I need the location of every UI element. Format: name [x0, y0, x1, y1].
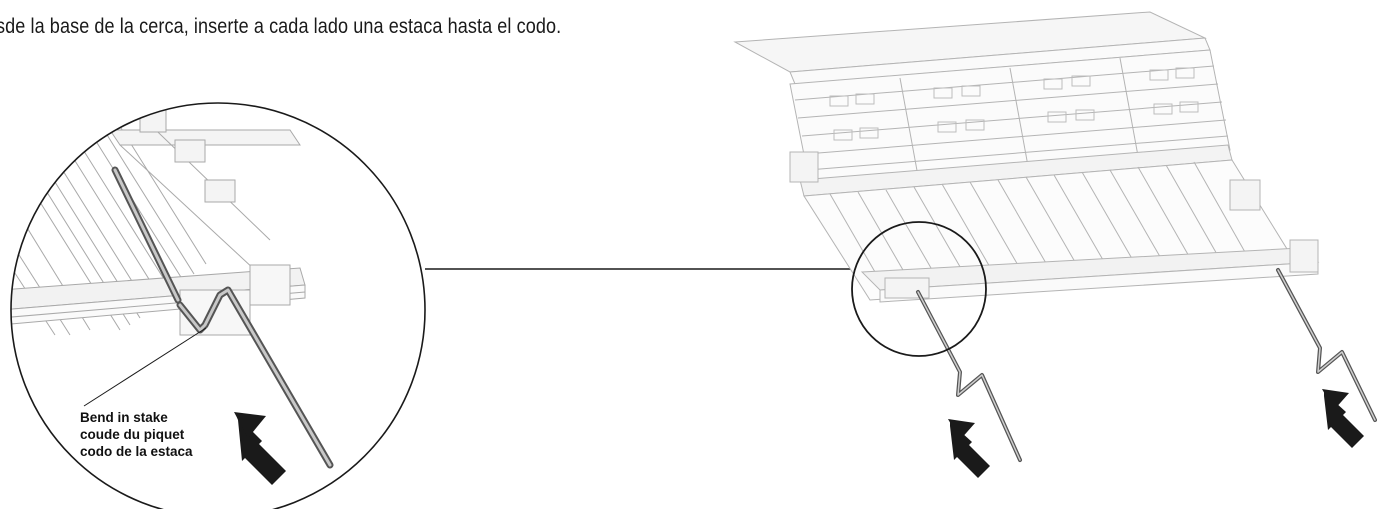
detail-zoom-view	[10, 102, 426, 509]
fence-stake-right	[1276, 268, 1377, 422]
fence-stake-left	[916, 290, 1022, 462]
bend-leader-line	[83, 327, 207, 407]
fence-upper-grid	[789, 49, 1231, 186]
zoom-circle-outline	[10, 102, 426, 509]
zoom-stake	[111, 166, 334, 469]
up-right-block-arrow-icon	[1322, 389, 1364, 448]
label-english: Bend in stake	[80, 410, 168, 425]
label-french: coude du piquet	[80, 427, 185, 442]
up-right-block-arrow-icon	[234, 412, 286, 485]
instruction-text: sde la base de la cerca, inserte a cada …	[0, 15, 562, 38]
fence-assembly	[733, 11, 1320, 303]
fence-grid-cells	[829, 67, 1199, 141]
up-right-block-arrow-icon	[948, 419, 990, 478]
label-spanish: codo de la estaca	[80, 444, 193, 459]
callout-circle	[851, 221, 987, 357]
zoom-bottom-rail	[11, 264, 306, 336]
bend-in-stake-label: Bend in stake coude du piquet codo de la…	[80, 409, 193, 460]
zoom-top-rail	[109, 109, 301, 271]
